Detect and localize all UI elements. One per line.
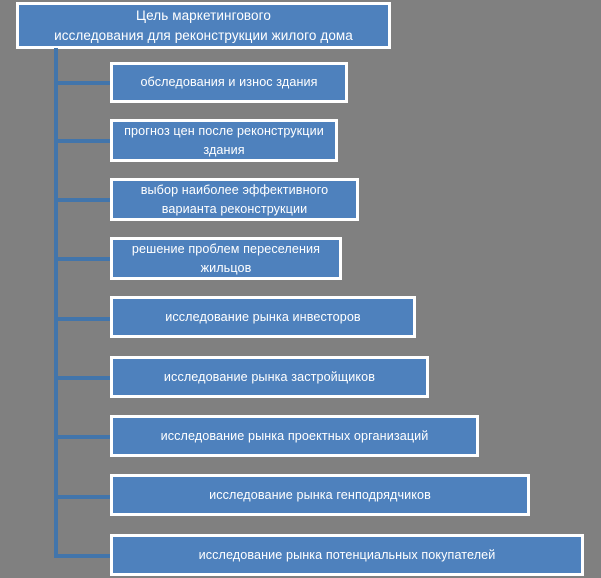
child-node-5[interactable]: исследование рынка инвесторов — [110, 296, 416, 338]
child-node-9-line1: исследование рынка потенциальных покупат… — [198, 547, 496, 562]
root-node-line2: исследования для реконструкции жилого до… — [54, 27, 353, 43]
child-node-2[interactable]: прогноз цен после реконструкции здания — [110, 119, 338, 162]
child-node-1[interactable]: обследования и износ здания — [110, 62, 348, 103]
child-node-3-line1: выбор наиболее эффективного — [140, 183, 329, 198]
root-node-line1: Цель маркетингового — [135, 7, 271, 23]
child-node-5-label: исследование рынка инвесторов — [121, 308, 405, 326]
child-node-6-line1: исследование рынка застройщиков — [163, 369, 376, 384]
child-node-2-line1: прогноз цен после реконструкции — [124, 124, 324, 139]
branch-connector-2 — [54, 139, 112, 143]
branch-connector-9 — [54, 554, 112, 558]
child-node-4-label: решение проблем переселения жильцов — [121, 240, 331, 277]
child-node-7[interactable]: исследование рынка проектных организаций — [110, 415, 479, 457]
branch-connector-8 — [54, 495, 112, 499]
child-node-4[interactable]: решение проблем переселения жильцов — [110, 237, 342, 280]
child-node-6[interactable]: исследование рынка застройщиков — [110, 356, 429, 398]
child-node-9-label: исследование рынка потенциальных покупат… — [121, 546, 573, 564]
child-node-4-line1: решение проблем переселения — [131, 242, 321, 257]
child-node-7-label: исследование рынка проектных организаций — [121, 427, 468, 445]
branch-connector-1 — [54, 81, 112, 85]
child-node-8-line1: исследование рынка генподрядчиков — [209, 487, 431, 502]
child-node-9[interactable]: исследование рынка потенциальных покупат… — [110, 534, 584, 576]
root-node[interactable]: Цель маркетингового исследования для рек… — [16, 2, 391, 49]
root-node-label: Цель маркетингового исследования для рек… — [25, 6, 382, 45]
branch-connector-5 — [54, 317, 112, 321]
child-node-6-label: исследование рынка застройщиков — [121, 368, 418, 386]
child-node-3-label: выбор наиболее эффективного варианта рек… — [121, 181, 348, 218]
child-node-3-line2: варианта реконструкции — [161, 201, 308, 216]
child-node-2-line2: здания — [203, 142, 245, 157]
child-node-3[interactable]: выбор наиболее эффективного варианта рек… — [110, 178, 359, 221]
child-node-8-label: исследование рынка генподрядчиков — [121, 486, 519, 504]
child-node-1-label: обследования и износ здания — [121, 73, 337, 91]
child-node-8[interactable]: исследование рынка генподрядчиков — [110, 474, 530, 516]
child-node-2-label: прогноз цен после реконструкции здания — [121, 122, 327, 159]
child-node-5-line1: исследование рынка инвесторов — [165, 309, 361, 324]
child-node-1-line1: обследования и износ здания — [140, 75, 318, 90]
trunk-connector — [54, 48, 58, 556]
branch-connector-3 — [54, 198, 112, 202]
branch-connector-6 — [54, 376, 112, 380]
child-node-7-line1: исследование рынка проектных организаций — [160, 428, 429, 443]
child-node-4-line2: жильцов — [200, 260, 252, 275]
branch-connector-7 — [54, 435, 112, 439]
branch-connector-4 — [54, 257, 112, 261]
